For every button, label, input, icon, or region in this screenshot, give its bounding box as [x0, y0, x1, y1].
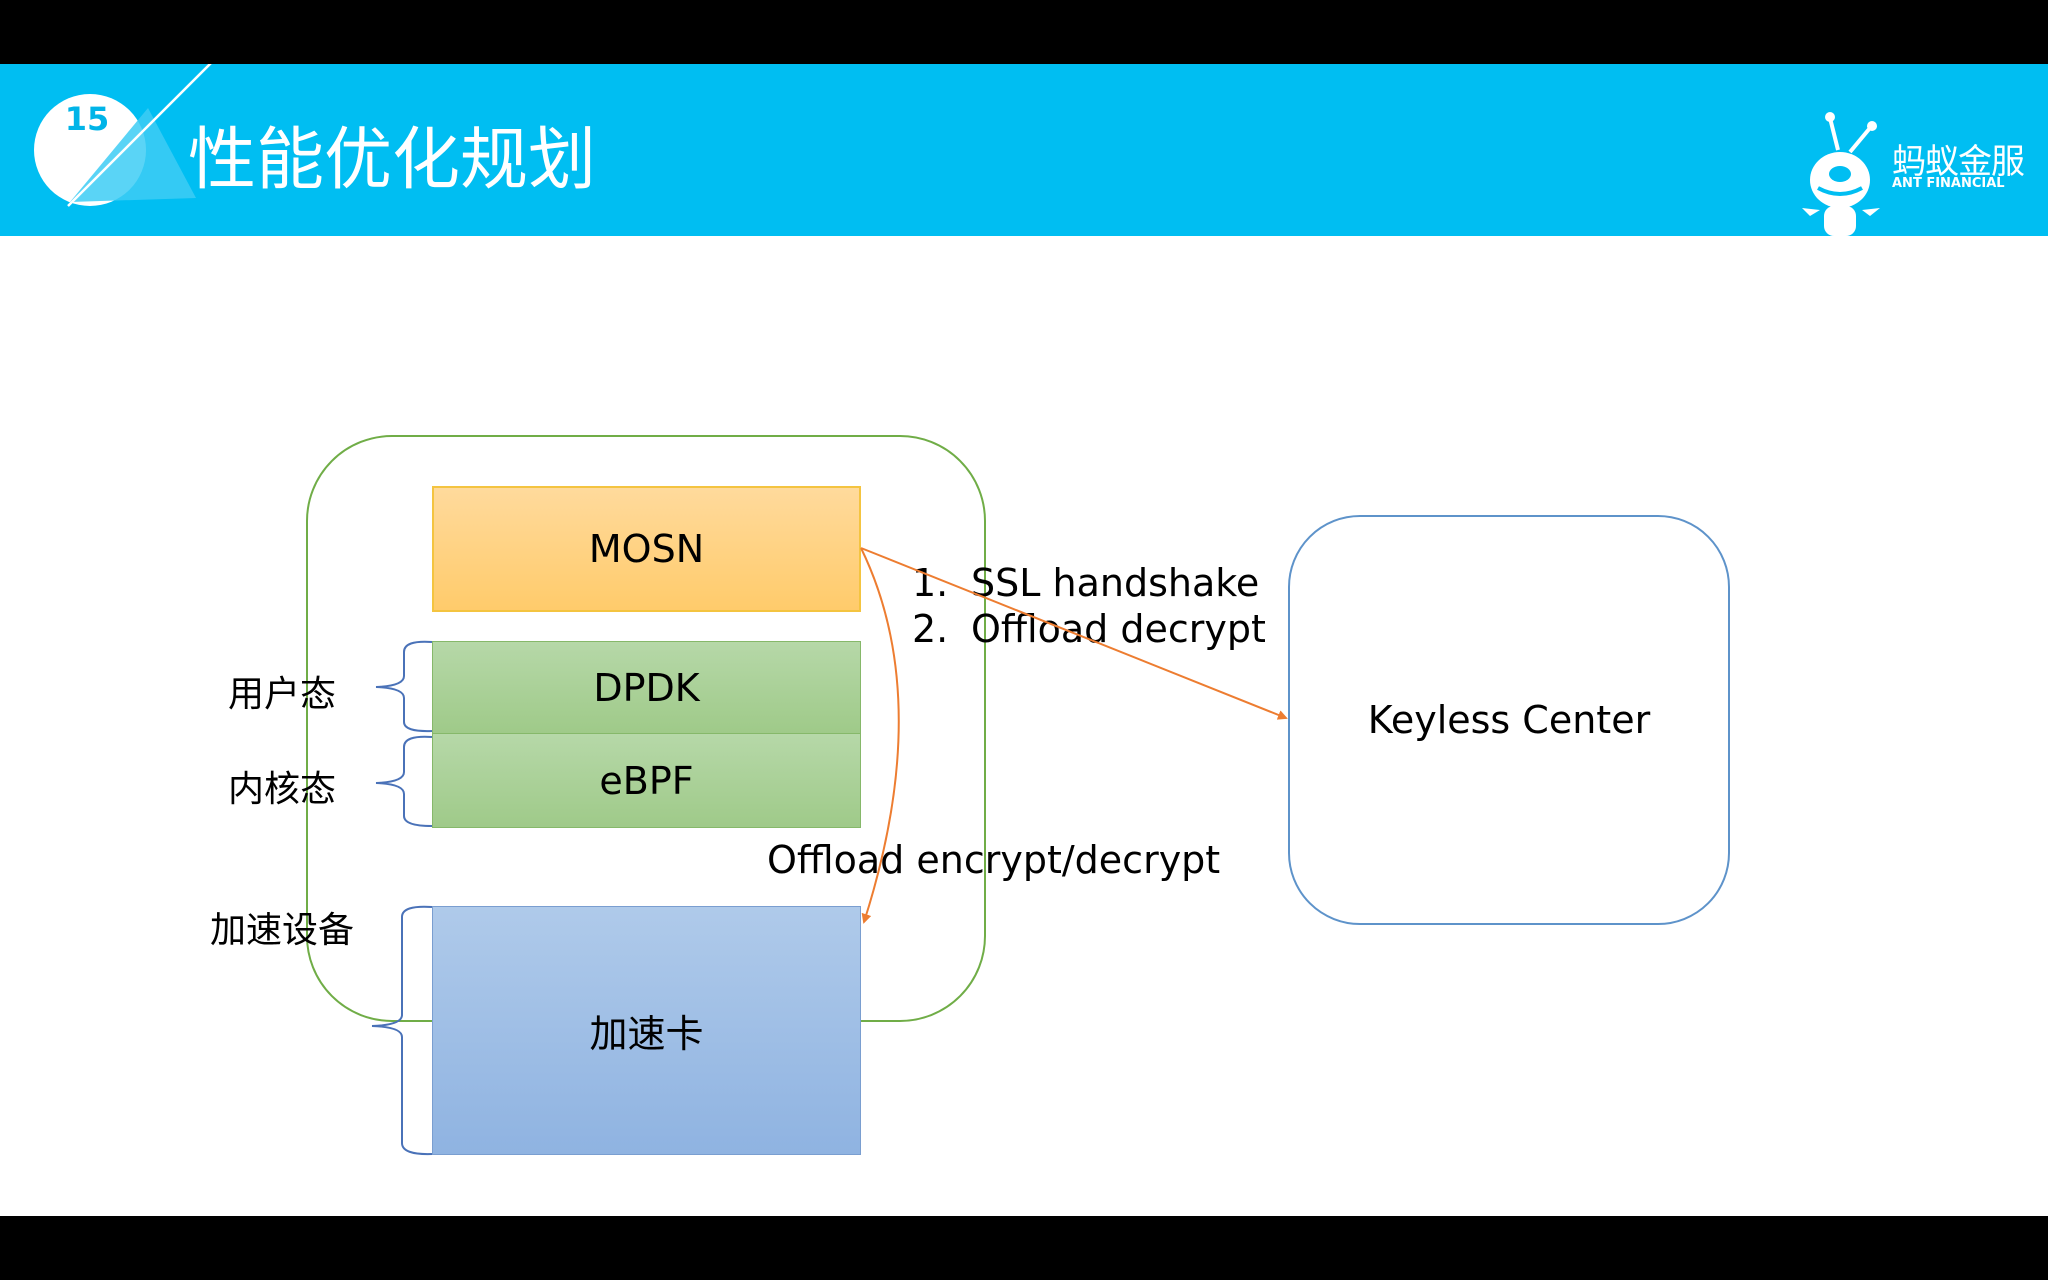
slide-number: 15 — [64, 100, 110, 138]
step-item: 2. Offload decrypt — [912, 606, 1271, 652]
header-decoration — [34, 64, 212, 207]
dpdk-label: DPDK — [593, 665, 700, 710]
user-space-label: 用户态 — [228, 674, 337, 715]
ebpf-layer: eBPF — [432, 733, 861, 828]
accelerator-card-label: 加速卡 — [589, 1012, 704, 1056]
step-number: 1. — [912, 561, 949, 605]
logo-name-en: ANT FINANCIAL — [1892, 176, 2005, 191]
top-letterbox-bar — [0, 0, 2048, 64]
user-space-bracket — [375, 640, 433, 733]
ant-mascot-icon — [1802, 112, 1880, 236]
accel-device-label: 加速设备 — [210, 910, 355, 951]
slide-title: 性能优化规划 — [188, 121, 597, 200]
step-text: Offload decrypt — [971, 607, 1266, 651]
ant-financial-logo: 蚂蚁金服 ANT FINANCIAL — [1800, 110, 2025, 236]
ebpf-label: eBPF — [599, 758, 694, 803]
bottom-letterbox-bar — [0, 1216, 2048, 1280]
keyless-center-label: Keyless Center — [1367, 698, 1651, 742]
dpdk-layer: DPDK — [432, 641, 861, 734]
kernel-space-label: 内核态 — [228, 769, 337, 810]
mosn-layer: MOSN — [432, 486, 861, 612]
offload-encrypt-decrypt-label: Offload encrypt/decrypt — [767, 838, 1221, 882]
steps-list: 1. SSL handshake 2. Offload decrypt — [912, 560, 1271, 652]
arrow-to-keyless-center — [860, 547, 1288, 720]
mosn-label: MOSN — [588, 527, 705, 571]
decor-diagonal-line — [67, 64, 212, 207]
decor-triangle — [70, 108, 196, 202]
arrow-to-accelerator-card — [860, 547, 900, 924]
slide-header: 15 性能优化规划 蚂蚁金服 ANT FINANCIAL — [0, 64, 2048, 236]
accel-device-bracket — [371, 905, 433, 1156]
kernel-space-bracket — [375, 735, 433, 827]
accelerator-card-layer: 加速卡 — [432, 906, 861, 1155]
keyless-center-box: Keyless Center — [1288, 515, 1730, 925]
step-text: SSL handshake — [971, 561, 1260, 605]
logo-name-cn: 蚂蚁金服 — [1892, 142, 2025, 182]
step-number: 2. — [912, 607, 949, 651]
step-item: 1. SSL handshake — [912, 560, 1271, 606]
